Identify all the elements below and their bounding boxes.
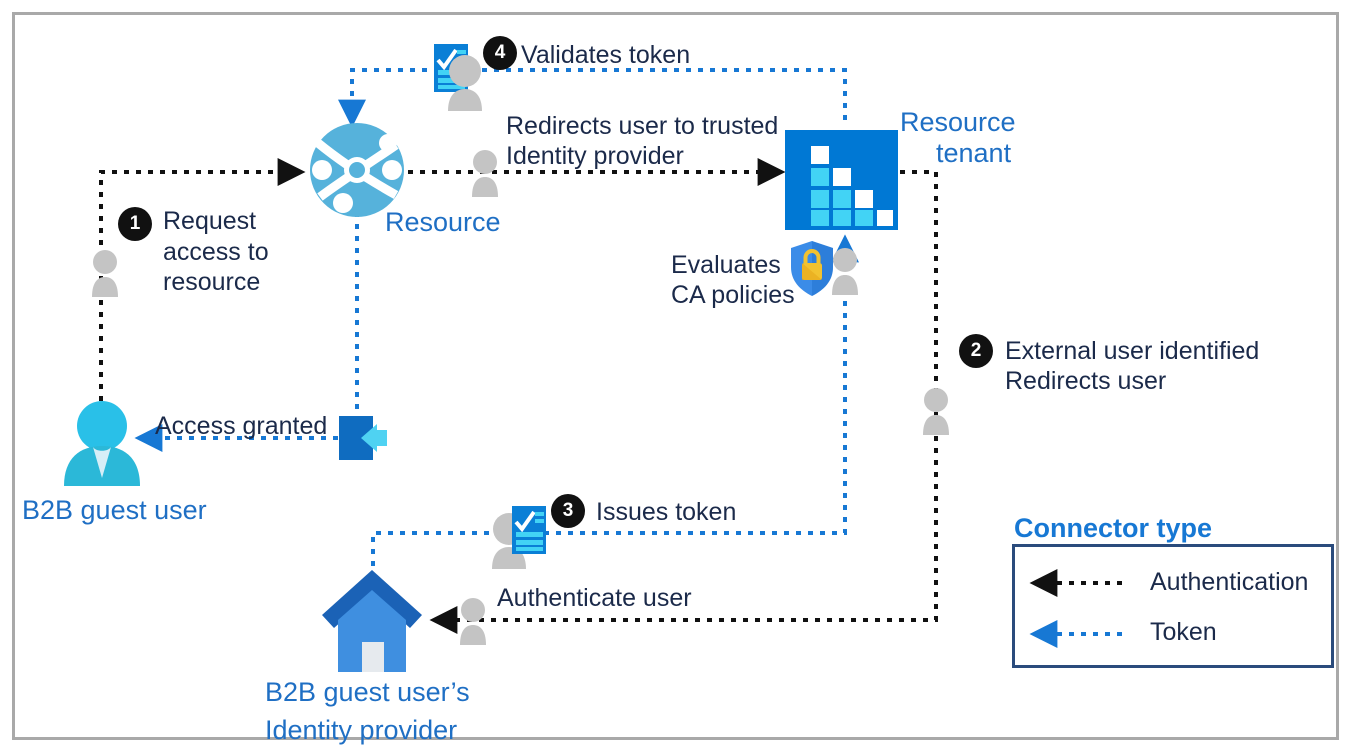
redirect-trusted-line1: Redirects user to trusted bbox=[506, 112, 779, 140]
person-icon-redirect bbox=[472, 150, 498, 197]
token-checklist-icon-step3 bbox=[512, 506, 546, 554]
connector-request-access bbox=[99, 158, 306, 425]
step-3-label: Issues token bbox=[596, 498, 737, 526]
resource-label: Resource bbox=[385, 207, 501, 237]
connector-validates-token bbox=[338, 68, 847, 128]
legend-label-authentication: Authentication bbox=[1150, 568, 1309, 596]
person-icon-ca-policies bbox=[832, 248, 858, 295]
connector-issues-token bbox=[371, 234, 859, 590]
person-icon-step1 bbox=[92, 250, 118, 297]
access-gate-arrow-icon bbox=[339, 416, 387, 460]
diagram-frame bbox=[12, 12, 1339, 740]
shield-lock-icon bbox=[791, 241, 833, 296]
resource-tenant-label-line2: tenant bbox=[936, 138, 1012, 168]
step-4-label: Validates token bbox=[521, 41, 691, 69]
step-2-line1: External user identified bbox=[1005, 337, 1260, 365]
access-granted-label: Access granted bbox=[155, 412, 328, 440]
legend-box bbox=[1012, 544, 1334, 668]
step-badge-3: 3 bbox=[551, 494, 585, 528]
connector-external-user-identified bbox=[429, 170, 938, 634]
step-badge-1: 1 bbox=[118, 207, 152, 241]
step-1-line2: access to bbox=[163, 238, 269, 266]
globe-resource-icon bbox=[310, 123, 404, 217]
evaluates-ca-line2: CA policies bbox=[671, 281, 795, 309]
identity-provider-label-line2: Identity provider bbox=[265, 715, 458, 745]
step-1-line1: Request bbox=[163, 207, 257, 235]
resource-tenant-label-line1: Resource bbox=[900, 107, 1016, 137]
legend-label-token: Token bbox=[1150, 618, 1217, 646]
redirect-trusted-line2: Identity provider bbox=[506, 142, 684, 170]
identity-provider-label-line1: B2B guest user’s bbox=[265, 677, 470, 707]
legend-title: Connector type bbox=[1014, 513, 1213, 543]
guest-user-label: B2B guest user bbox=[22, 495, 207, 525]
step-badge-4: 4 bbox=[483, 36, 517, 70]
person-icon-step2 bbox=[923, 388, 949, 435]
home-identity-provider-icon bbox=[322, 570, 422, 672]
authenticate-user-label: Authenticate user bbox=[497, 584, 692, 612]
step-1-line3: resource bbox=[163, 268, 261, 296]
step-2-line2: Redirects user bbox=[1005, 367, 1167, 395]
guest-user-avatar-icon bbox=[64, 401, 140, 486]
evaluates-ca-line1: Evaluates bbox=[671, 251, 781, 279]
step-badge-2: 2 bbox=[959, 334, 993, 368]
person-icon-authenticate bbox=[460, 598, 486, 645]
person-icon-step4 bbox=[448, 55, 482, 111]
resource-tenant-icon bbox=[785, 130, 898, 230]
